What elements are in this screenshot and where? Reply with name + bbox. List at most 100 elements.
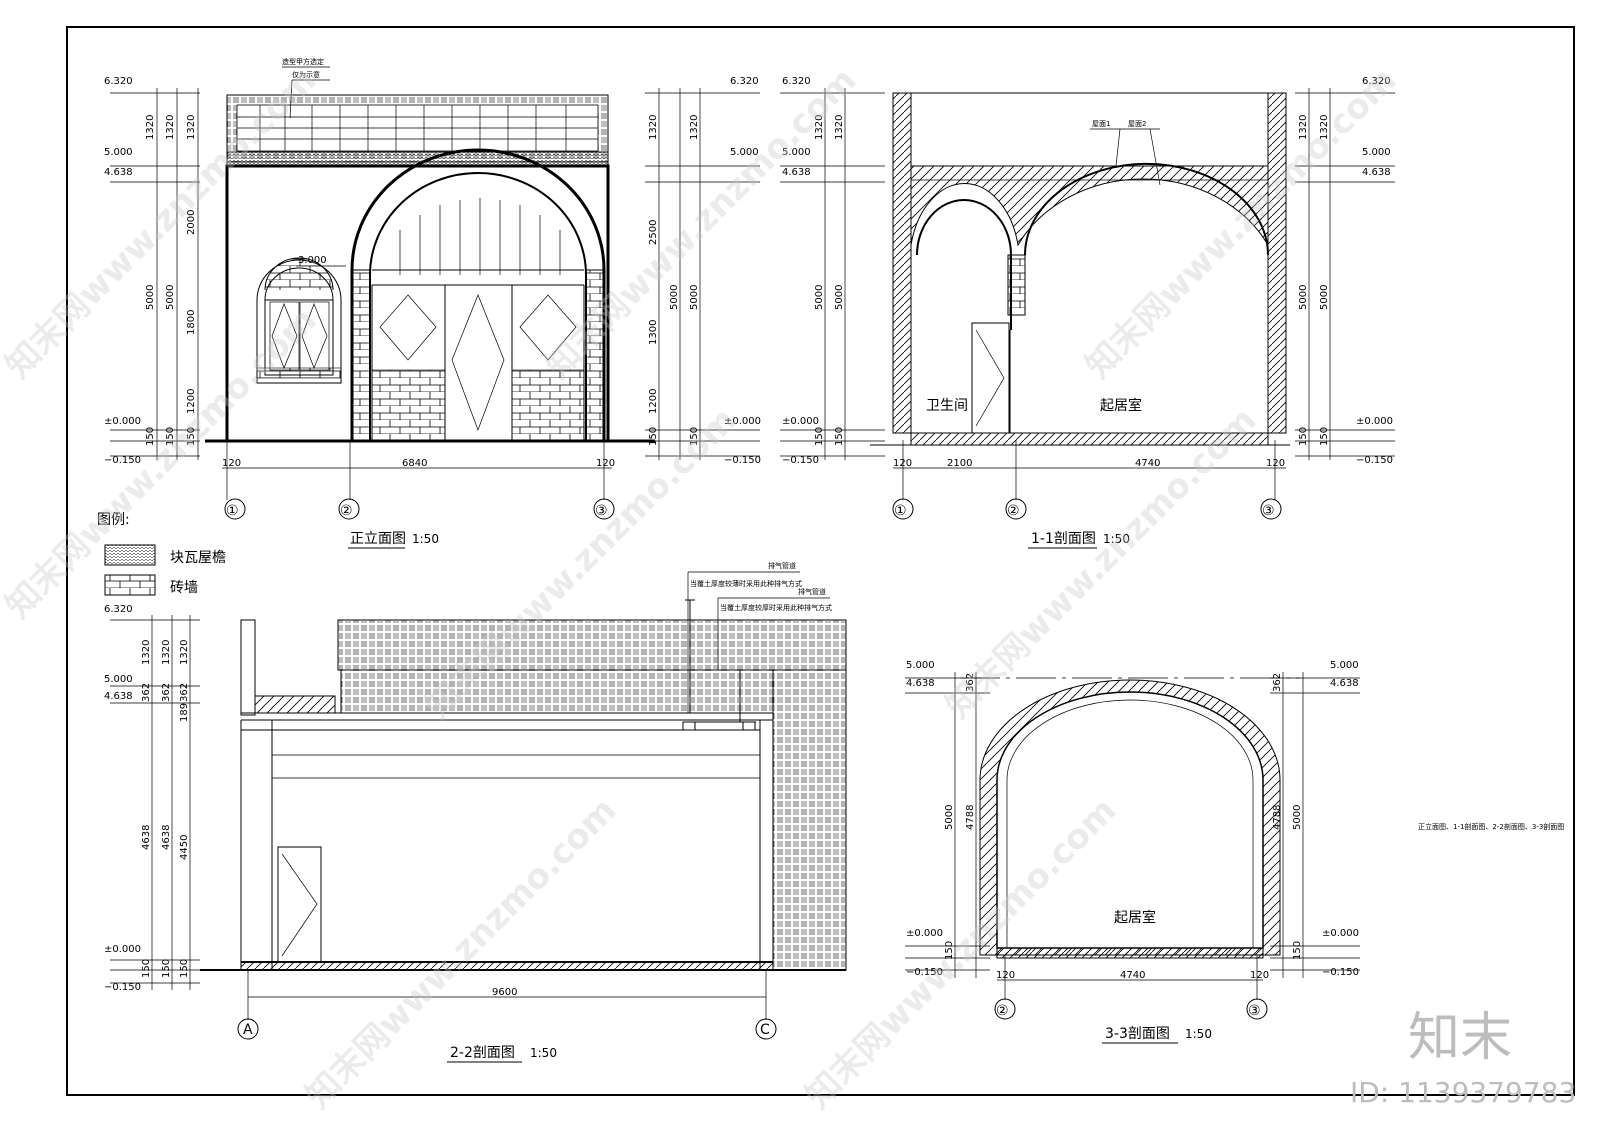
svg-text:砖墙: 砖墙: [170, 580, 198, 596]
svg-text:4740: 4740: [1120, 970, 1145, 981]
svg-text:块瓦屋檐: 块瓦屋檐: [170, 550, 226, 566]
svg-text:4.638: 4.638: [906, 678, 935, 689]
svg-text:120: 120: [1266, 458, 1285, 469]
svg-text:4740: 4740: [1135, 458, 1160, 469]
section-3-3-title: 3-3剖面图: [1105, 1026, 1170, 1042]
svg-text:1:50: 1:50: [1103, 532, 1130, 546]
svg-text:排气管道: 排气管道: [768, 561, 796, 570]
svg-text:362: 362: [141, 683, 152, 702]
svg-text:知末网www.znzmo.com: 知末网www.znzmo.com: [298, 790, 624, 1116]
svg-text:③: ③: [1262, 503, 1275, 519]
section-2-2: 排气管道 当覆土厚度较薄时采用此种排气方式 排气管道 当覆土厚度较厚时采用此种排…: [104, 561, 847, 1063]
section-3-3: 起居室 5.000 4.638 ±0.000 −0.150 362 5000 4…: [905, 660, 1360, 1044]
svg-text:2000: 2000: [186, 210, 197, 235]
svg-text:4.638: 4.638: [104, 691, 133, 702]
svg-text:4788: 4788: [1272, 805, 1283, 830]
svg-text:5.000: 5.000: [782, 147, 811, 158]
svg-text:±0.000: ±0.000: [1322, 928, 1359, 939]
front-elevation: 3.000 造型甲方选定 仅为示意 6.320 5.000 4.638 ±0.0…: [104, 57, 761, 549]
svg-text:4.638: 4.638: [104, 167, 133, 178]
svg-text:5000: 5000: [165, 285, 176, 310]
svg-text:±0.000: ±0.000: [906, 928, 943, 939]
svg-text:±0.000: ±0.000: [724, 416, 761, 427]
svg-text:1800: 1800: [186, 310, 197, 335]
svg-text:120: 120: [1250, 970, 1269, 981]
design-note-2: 仅为示意: [292, 70, 320, 79]
svg-text:卫生间: 卫生间: [926, 398, 968, 414]
svg-text:③: ③: [1248, 1003, 1261, 1019]
svg-text:1320: 1320: [834, 115, 845, 140]
svg-text:2500: 2500: [648, 220, 659, 245]
svg-text:1320: 1320: [145, 115, 156, 140]
svg-text:1320: 1320: [648, 115, 659, 140]
svg-text:5000: 5000: [944, 805, 955, 830]
svg-text:5000: 5000: [834, 285, 845, 310]
svg-text:362: 362: [161, 683, 172, 702]
svg-text:−0.150: −0.150: [1322, 967, 1359, 978]
svg-text:1320: 1320: [1319, 115, 1330, 140]
svg-text:①: ①: [894, 503, 907, 519]
svg-text:1320: 1320: [1298, 115, 1309, 140]
svg-text:5.000: 5.000: [906, 660, 935, 671]
svg-text:排气管道: 排气管道: [798, 587, 826, 596]
svg-text:5000: 5000: [669, 285, 680, 310]
svg-text:6.320: 6.320: [730, 76, 759, 87]
section-1-1-title: 1-1剖面图: [1031, 531, 1096, 547]
svg-text:③: ③: [595, 503, 608, 519]
svg-text:A: A: [243, 1022, 253, 1038]
svg-text:120: 120: [222, 458, 241, 469]
svg-text:②: ②: [996, 1003, 1009, 1019]
svg-text:5000: 5000: [1319, 285, 1330, 310]
svg-text:±0.000: ±0.000: [104, 944, 141, 955]
svg-text:①: ①: [226, 503, 239, 519]
svg-text:②: ②: [1007, 503, 1020, 519]
svg-text:4788: 4788: [965, 805, 976, 830]
sheet-title: 正立面图、1-1剖面图、2-2剖面图、3-3剖面图: [1418, 822, 1564, 831]
image-id: ID: 1139379783: [1350, 1076, 1576, 1109]
svg-text:150: 150: [141, 959, 152, 978]
svg-text:当覆土厚度较薄时采用此种排气方式: 当覆土厚度较薄时采用此种排气方式: [690, 579, 802, 588]
arched-door: [350, 148, 606, 442]
svg-text:2100: 2100: [947, 458, 972, 469]
svg-text:5000: 5000: [689, 285, 700, 310]
svg-text:−0.150: −0.150: [1356, 455, 1393, 466]
svg-text:150: 150: [186, 427, 197, 446]
svg-text:5000: 5000: [814, 285, 825, 310]
svg-text:150: 150: [1298, 427, 1309, 446]
svg-text:4.638: 4.638: [1362, 167, 1391, 178]
svg-text:150: 150: [689, 427, 700, 446]
svg-text:4450: 4450: [179, 835, 190, 860]
svg-text:图例:: 图例:: [97, 512, 130, 528]
svg-text:4638: 4638: [161, 825, 172, 850]
svg-text:1200: 1200: [186, 389, 197, 414]
svg-text:起居室: 起居室: [1100, 397, 1142, 414]
brand-logo: 知末: [1408, 1008, 1512, 1068]
svg-text:②: ②: [340, 503, 353, 519]
svg-text:−0.150: −0.150: [104, 455, 141, 466]
svg-text:150: 150: [179, 959, 190, 978]
svg-text:知末网www.znzmo.com: 知末网www.znzmo.com: [1078, 60, 1404, 386]
svg-text:6.320: 6.320: [782, 76, 811, 87]
svg-text:150: 150: [145, 427, 156, 446]
svg-text:起居室: 起居室: [1114, 909, 1156, 926]
svg-text:±0.000: ±0.000: [104, 416, 141, 427]
svg-text:5.000: 5.000: [1362, 147, 1391, 158]
svg-text:−0.150: −0.150: [782, 455, 819, 466]
design-note-1: 造型甲方选定: [282, 57, 324, 66]
svg-text:1320: 1320: [179, 640, 190, 665]
svg-text:6.320: 6.320: [104, 604, 133, 615]
window-level: 3.000: [298, 255, 327, 266]
svg-text:屋面1: 屋面1: [1092, 120, 1110, 128]
svg-text:1300: 1300: [648, 320, 659, 345]
svg-text:4.638: 4.638: [782, 167, 811, 178]
svg-text:5.000: 5.000: [1330, 660, 1359, 671]
svg-text:5.000: 5.000: [104, 674, 133, 685]
svg-text:150: 150: [1319, 427, 1330, 446]
svg-text:屋面2: 屋面2: [1128, 120, 1146, 128]
svg-text:知末网www.znzmo.com: 知末网www.znzmo.com: [938, 400, 1264, 726]
svg-text:1320: 1320: [165, 115, 176, 140]
svg-text:±0.000: ±0.000: [782, 416, 819, 427]
svg-text:362: 362: [179, 683, 190, 702]
svg-text:1:50: 1:50: [1185, 1027, 1212, 1041]
